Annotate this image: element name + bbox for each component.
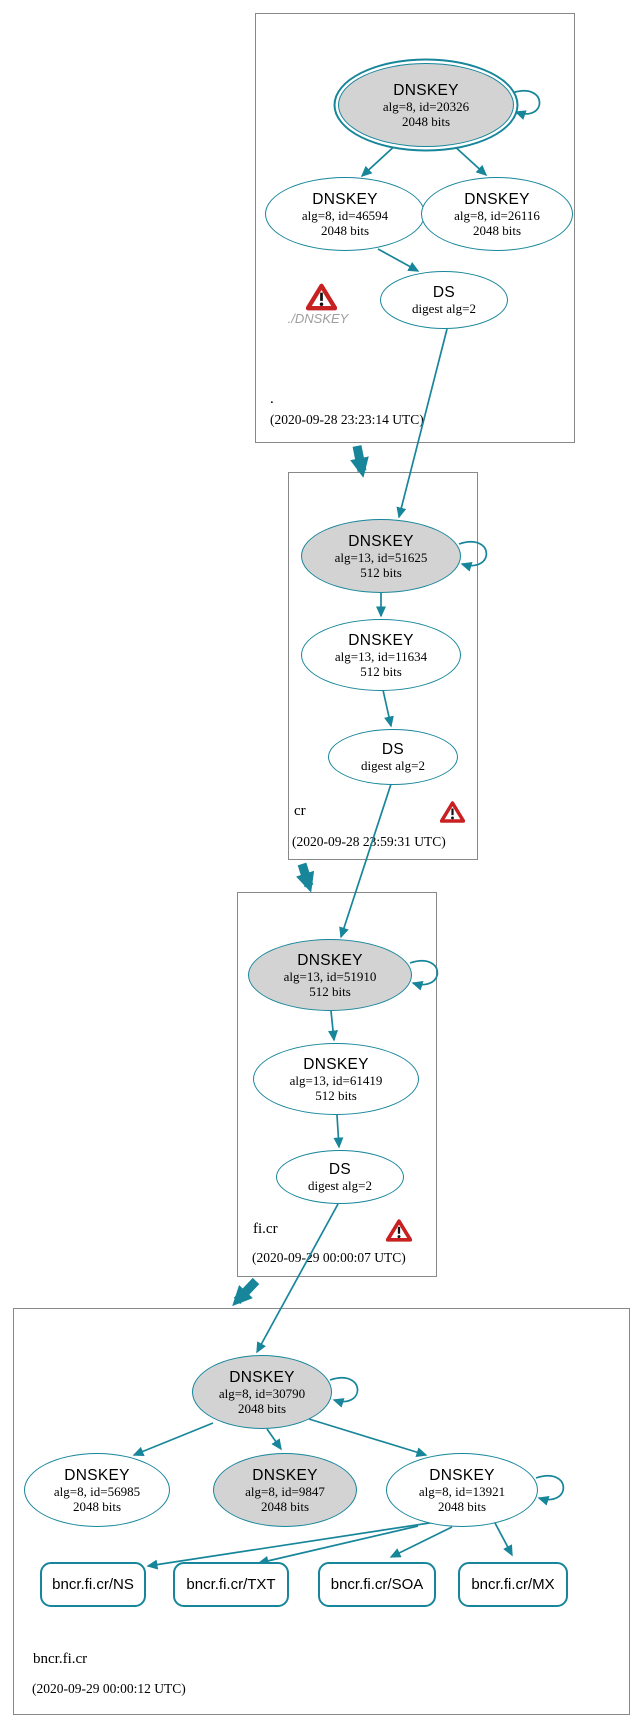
rrset-node-soa[interactable]: bncr.fi.cr/SOA	[318, 1562, 436, 1607]
edge-bncr-ksk-to-zsk-9847	[266, 1428, 282, 1451]
edge-bncr-ksk-to-zsk-56985	[132, 1422, 214, 1457]
edge-cr-zsk-to-ds	[382, 689, 394, 728]
dnskey-node-root-zsk-26116[interactable]: DNSKEY alg=8, id=26116 2048 bits	[421, 177, 573, 251]
node-type-label: DS	[432, 284, 456, 301]
warning-target-label: ./DNSKEY	[287, 311, 349, 326]
node-type-label: DNSKEY	[252, 1466, 318, 1484]
edge-root-ds-to-cr-ksk	[396, 328, 448, 519]
ds-node-fi-cr[interactable]: DS digest alg=2	[276, 1150, 404, 1204]
node-type-label: DNSKEY	[297, 951, 363, 969]
dnskey-node-root-zsk-46594[interactable]: DNSKEY alg=8, id=46594 2048 bits	[265, 177, 425, 251]
node-size-label: 2048 bits	[472, 222, 522, 238]
rrset-label: bncr.fi.cr/MX	[471, 1576, 555, 1593]
node-type-label: DNSKEY	[303, 1055, 369, 1073]
dnskey-node-bncr-zsk-9847[interactable]: DNSKEY alg=8, id=9847 2048 bits	[213, 1453, 357, 1527]
node-size-label: 512 bits	[315, 1087, 357, 1103]
node-type-label: DS	[328, 1161, 352, 1178]
delegation-arrow-root-to-cr	[350, 445, 369, 478]
node-type-label: DNSKEY	[64, 1466, 130, 1484]
node-detail-label: digest alg=2	[411, 301, 477, 316]
zone-timestamp-bncr-fi-cr: (2020-09-29 00:00:12 UTC)	[32, 1681, 186, 1696]
rrset-label: bncr.fi.cr/SOA	[330, 1576, 424, 1593]
zone-timestamp-cr: (2020-09-28 23:59:31 UTC)	[292, 834, 446, 849]
rrset-label: bncr.fi.cr/TXT	[186, 1576, 276, 1593]
ds-node-cr[interactable]: DS digest alg=2	[328, 729, 458, 785]
zone-label-root: .	[270, 391, 274, 407]
dnskey-node-cr-ksk-51625[interactable]: DNSKEY alg=13, id=51625 512 bits	[301, 519, 461, 593]
node-detail-label: alg=8, id=46594	[301, 207, 389, 223]
node-size-label: 2048 bits	[320, 222, 370, 238]
edge-zsk-13921-to-soa	[389, 1526, 453, 1558]
edge-zsk-13921-to-mx	[494, 1522, 513, 1557]
ds-node-root[interactable]: DS digest alg=2	[380, 271, 508, 329]
rrset-node-mx[interactable]: bncr.fi.cr/MX	[458, 1562, 568, 1607]
node-detail-label: alg=8, id=13921	[418, 1483, 506, 1499]
node-detail-label: alg=8, id=9847	[245, 1483, 325, 1499]
node-type-label: DNSKEY	[348, 532, 414, 550]
rrset-node-txt[interactable]: bncr.fi.cr/TXT	[173, 1562, 289, 1607]
node-size-label: 2048 bits	[401, 113, 451, 129]
node-detail-label: alg=8, id=30790	[218, 1385, 306, 1401]
dnskey-node-bncr-zsk-56985[interactable]: DNSKEY alg=8, id=56985 2048 bits	[24, 1453, 170, 1527]
node-type-label: DNSKEY	[312, 190, 378, 208]
zone-label-bncr-fi-cr: bncr.fi.cr	[33, 1651, 88, 1667]
edge-bncr-ksk-to-zsk-13921	[308, 1418, 428, 1457]
edge-cr-ds-to-fi-cr-ksk	[339, 783, 392, 939]
warning-icon	[386, 1219, 412, 1242]
warning-icon	[306, 283, 337, 311]
node-type-label: DNSKEY	[229, 1368, 295, 1386]
zone-label-cr: cr	[294, 803, 306, 819]
delegation-arrow-cr-to-fi-cr	[296, 862, 315, 893]
node-type-label: DNSKEY	[393, 81, 459, 99]
self-loop-cr-ksk	[458, 541, 488, 572]
node-type-label: DNSKEY	[429, 1466, 495, 1484]
dnskey-node-fi-cr-zsk-61419[interactable]: DNSKEY alg=13, id=61419 512 bits	[253, 1043, 419, 1115]
node-detail-label: alg=13, id=51910	[283, 968, 377, 984]
self-loop-bncr-ksk	[329, 1377, 359, 1408]
delegation-arrow-fi-cr-to-bncr	[232, 1277, 260, 1307]
dnskey-node-cr-zsk-11634[interactable]: DNSKEY alg=13, id=11634 512 bits	[301, 619, 461, 691]
node-type-label: DNSKEY	[464, 190, 530, 208]
node-size-label: 2048 bits	[72, 1498, 122, 1514]
zone-timestamp-root: (2020-09-28 23:23:14 UTC)	[270, 412, 424, 427]
node-detail-label: alg=13, id=11634	[334, 648, 428, 664]
zone-timestamp-fi-cr: (2020-09-29 00:00:07 UTC)	[252, 1250, 406, 1265]
self-loop-bncr-zsk-13921	[535, 1475, 565, 1506]
node-type-label: DNSKEY	[348, 631, 414, 649]
dnskey-node-fi-cr-ksk-51910[interactable]: DNSKEY alg=13, id=51910 512 bits	[248, 939, 412, 1011]
zone-label-fi-cr: fi.cr	[253, 1221, 278, 1237]
node-size-label: 512 bits	[360, 663, 402, 679]
node-size-label: 512 bits	[309, 983, 351, 999]
edge-root-ksk-to-zsk-26116	[451, 143, 488, 177]
edge-zsk-13921-to-ns	[146, 1521, 437, 1570]
node-detail-label: alg=8, id=56985	[53, 1483, 141, 1499]
dnskey-node-bncr-zsk-13921[interactable]: DNSKEY alg=8, id=13921 2048 bits	[386, 1453, 538, 1527]
warning-icon	[440, 801, 465, 823]
edge-fi-cr-ds-to-bncr-ksk	[256, 1203, 339, 1354]
node-detail-label: alg=13, id=51625	[334, 549, 428, 565]
node-size-label: 2048 bits	[260, 1498, 310, 1514]
edge-zsk-13921-to-txt	[257, 1525, 419, 1566]
node-detail-label: digest alg=2	[360, 758, 426, 773]
node-size-label: 2048 bits	[237, 1400, 287, 1416]
edge-root-zsk-to-ds	[377, 248, 420, 272]
dnskey-node-bncr-ksk-30790[interactable]: DNSKEY alg=8, id=30790 2048 bits	[192, 1355, 332, 1429]
self-loop-fi-cr-ksk	[409, 960, 439, 991]
rrset-label: bncr.fi.cr/NS	[52, 1576, 134, 1593]
edge-root-ksk-to-zsk-46594	[360, 142, 399, 178]
edge-fi-cr-zsk-to-ds	[333, 1114, 344, 1149]
node-size-label: 2048 bits	[437, 1498, 487, 1514]
rrset-node-ns[interactable]: bncr.fi.cr/NS	[40, 1562, 146, 1607]
self-loop-root-ksk	[511, 90, 541, 120]
edge-fi-cr-ksk-to-zsk	[328, 1010, 338, 1042]
node-type-label: DS	[381, 741, 405, 758]
node-detail-label: alg=8, id=26116	[454, 207, 540, 223]
node-size-label: 512 bits	[360, 564, 402, 580]
node-detail-label: alg=8, id=20326	[382, 98, 470, 114]
node-detail-label: digest alg=2	[307, 1178, 373, 1193]
node-detail-label: alg=13, id=61419	[289, 1072, 383, 1088]
dnskey-node-root-ksk-20326[interactable]: DNSKEY alg=8, id=20326 2048 bits	[338, 63, 514, 147]
